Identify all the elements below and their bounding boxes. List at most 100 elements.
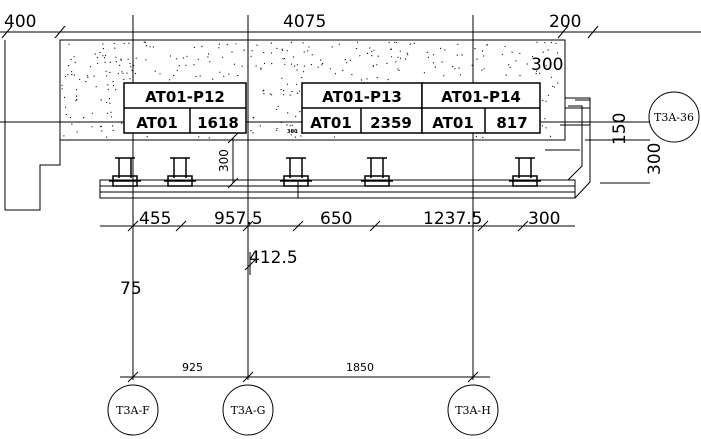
stipple-dot xyxy=(331,46,333,48)
stipple-dot xyxy=(486,44,488,46)
stipple-dot xyxy=(235,43,237,45)
stipple-dot xyxy=(102,43,104,45)
stipple-dot xyxy=(94,53,96,55)
stipple-dot xyxy=(169,79,171,81)
stipple-dot xyxy=(276,129,278,131)
stipple-dot xyxy=(129,62,131,65)
stipple-dot xyxy=(68,65,70,67)
stipple-dot xyxy=(440,47,442,50)
right-dimension-line xyxy=(585,121,650,184)
stipple-dot xyxy=(114,47,116,49)
stipple-dot xyxy=(476,58,478,60)
stipple-dot xyxy=(300,135,302,137)
stipple-dot xyxy=(296,69,298,71)
bracket-anchor xyxy=(361,157,393,187)
stipple-dot xyxy=(89,66,91,68)
stipple-dot xyxy=(373,49,375,51)
stipple-dot xyxy=(107,88,109,91)
stipple-dot xyxy=(145,45,147,47)
stipple-dot xyxy=(286,50,288,52)
panel-type: AT01 xyxy=(432,114,474,132)
stipple-dot xyxy=(361,79,363,81)
stipple-dot xyxy=(409,43,411,45)
stipple-dot xyxy=(193,64,195,66)
stipple-dot xyxy=(296,131,298,134)
stipple-dot xyxy=(122,72,124,74)
stipple-dot xyxy=(290,134,292,136)
stipple-dot xyxy=(550,76,553,78)
stipple-dot xyxy=(281,48,283,50)
dim-top-200: 200 xyxy=(549,12,581,32)
stipple-dot xyxy=(260,68,262,70)
stipple-dot xyxy=(475,135,477,138)
stipple-dot xyxy=(290,41,292,44)
stipple-dot xyxy=(545,100,547,102)
stipple-dot xyxy=(355,47,357,50)
panel-length: 1618 xyxy=(197,114,239,132)
stipple-dot xyxy=(508,64,510,66)
stipple-dot xyxy=(557,82,559,84)
stipple-dot xyxy=(544,118,546,120)
bottom-dimension-line xyxy=(100,220,575,275)
stipple-dot xyxy=(544,42,546,44)
stipple-dot xyxy=(289,94,291,96)
stipple-dot xyxy=(113,84,115,87)
stipple-dot xyxy=(121,122,123,124)
stipple-dot xyxy=(333,136,336,138)
stipple-dot xyxy=(169,55,171,57)
stipple-dot xyxy=(199,75,201,77)
stipple-dot xyxy=(317,66,319,68)
stipple-dot xyxy=(127,58,129,61)
stipple-dot xyxy=(283,90,285,92)
panel-table-p12: AT01-P12 AT01 1618 xyxy=(123,82,247,134)
dim-455: 455 xyxy=(139,209,171,229)
stipple-dot xyxy=(154,70,156,72)
stipple-dot xyxy=(68,43,70,45)
dim-300-right: 300 xyxy=(645,143,665,175)
stipple-dot xyxy=(99,51,101,54)
stipple-dot xyxy=(135,57,137,59)
stipple-dot xyxy=(456,54,458,56)
stipple-dot xyxy=(209,61,211,63)
stipple-dot xyxy=(405,58,407,60)
stipple-dot xyxy=(526,63,528,65)
grid-bubble-f: T3A-F xyxy=(107,384,159,436)
stipple-dot xyxy=(474,48,476,50)
stipple-dot xyxy=(71,123,73,125)
stipple-dot xyxy=(376,64,378,66)
stipple-dot xyxy=(547,68,549,70)
stipple-dot xyxy=(107,84,109,86)
stipple-dot xyxy=(276,127,278,130)
stipple-dot xyxy=(334,73,337,75)
stipple-dot xyxy=(104,55,107,57)
stipple-dot xyxy=(93,75,95,77)
stipple-dot xyxy=(461,54,463,56)
stipple-dot xyxy=(369,47,371,49)
dim-top-4075: 4075 xyxy=(283,12,326,32)
stipple-dot xyxy=(552,85,554,87)
stipple-dot xyxy=(388,42,390,44)
stipple-dot xyxy=(291,124,293,126)
stipple-dot xyxy=(79,78,81,80)
stipple-dot xyxy=(109,61,111,64)
stipple-dot xyxy=(311,54,313,56)
stipple-dot xyxy=(432,54,435,56)
grid-bubble-label: T3A-F xyxy=(116,404,150,417)
stipple-dot xyxy=(371,50,373,53)
dim-650: 650 xyxy=(320,209,352,229)
stipple-dot xyxy=(296,64,298,66)
stipple-dot xyxy=(399,50,401,52)
stipple-dot xyxy=(390,48,392,50)
stipple-dot xyxy=(176,69,178,71)
stipple-dot xyxy=(290,63,293,65)
stipple-dot xyxy=(64,75,67,78)
stipple-dot xyxy=(70,58,72,61)
stipple-dot xyxy=(186,55,188,57)
stipple-dot xyxy=(286,83,288,85)
panel-table-p13: AT01-P13 AT01 2359 xyxy=(301,82,423,134)
stipple-dot xyxy=(262,90,264,92)
stipple-dot xyxy=(557,52,559,54)
bracket-anchor xyxy=(109,157,141,187)
stipple-dot xyxy=(321,64,323,66)
stipple-dot xyxy=(434,66,436,68)
